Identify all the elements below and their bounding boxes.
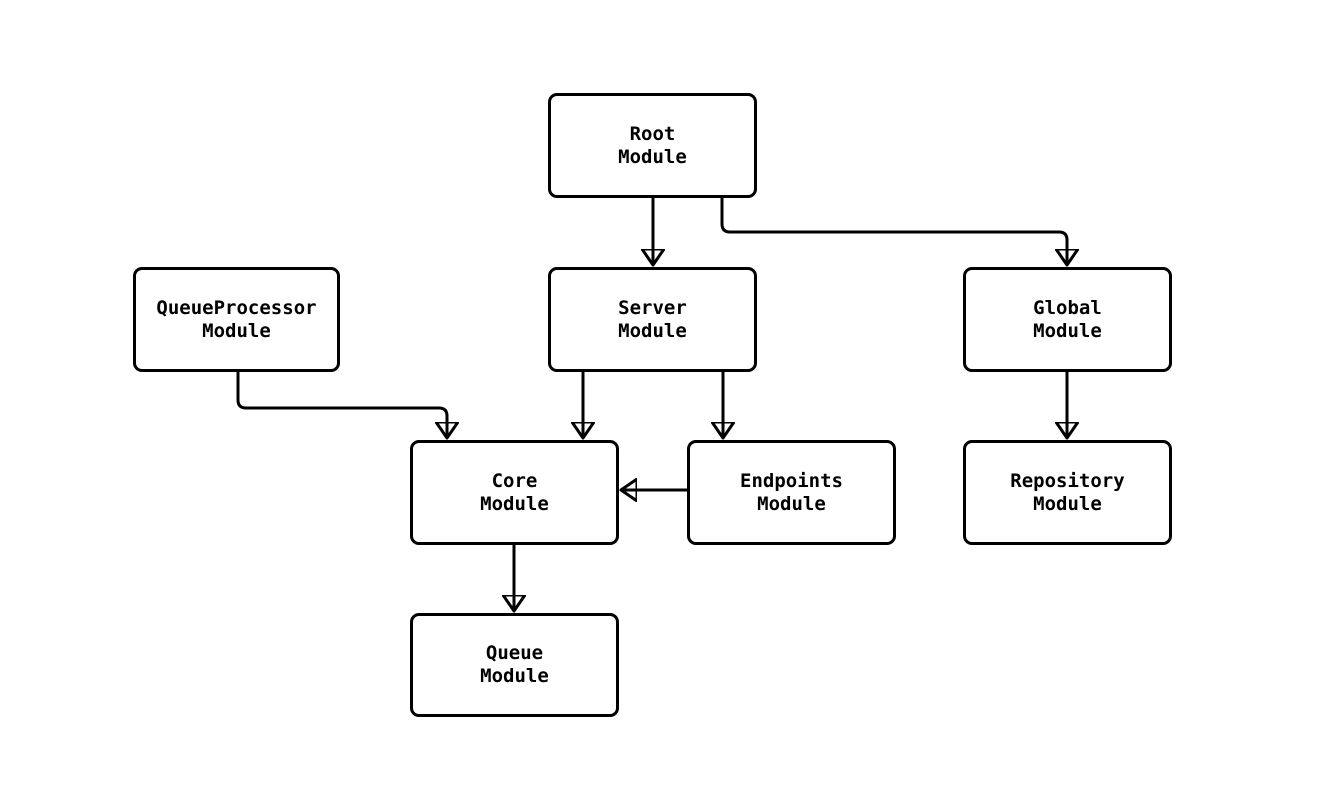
edge-queueprocessor-to-core xyxy=(236,372,447,438)
node-label-line: Module xyxy=(1033,492,1102,515)
node-label-line: Module xyxy=(757,492,826,515)
node-label-line: QueueProcessor xyxy=(156,296,317,319)
node-root-module: Root Module xyxy=(548,93,757,198)
node-queueprocessor-module: QueueProcessor Module xyxy=(133,267,340,372)
node-label-line: Endpoints xyxy=(740,469,843,492)
node-label-line: Queue xyxy=(485,642,544,664)
node-server-module: Server Module xyxy=(548,267,757,372)
node-label-line: Module xyxy=(1033,319,1102,342)
node-core-module: Core Module xyxy=(410,440,619,545)
node-label-line: Core xyxy=(491,469,538,492)
node-label-line: Module xyxy=(618,145,687,168)
node-label-line: Root xyxy=(629,122,676,145)
node-label-line: Repository xyxy=(1010,469,1125,492)
node-label-line: Global xyxy=(1033,296,1102,319)
node-label-line: Server xyxy=(618,296,687,319)
node-queue-module: Queue Module xyxy=(410,613,619,717)
node-label-line: Module xyxy=(202,319,271,342)
node-label-line: Module xyxy=(480,665,549,687)
node-global-module: Global Module xyxy=(963,267,1172,372)
edge-root-to-global xyxy=(720,198,1067,265)
node-repository-module: Repository Module xyxy=(963,440,1172,545)
node-endpoints-module: Endpoints Module xyxy=(687,440,896,545)
node-label-line: Module xyxy=(480,492,549,515)
node-label-line: Module xyxy=(618,319,687,342)
